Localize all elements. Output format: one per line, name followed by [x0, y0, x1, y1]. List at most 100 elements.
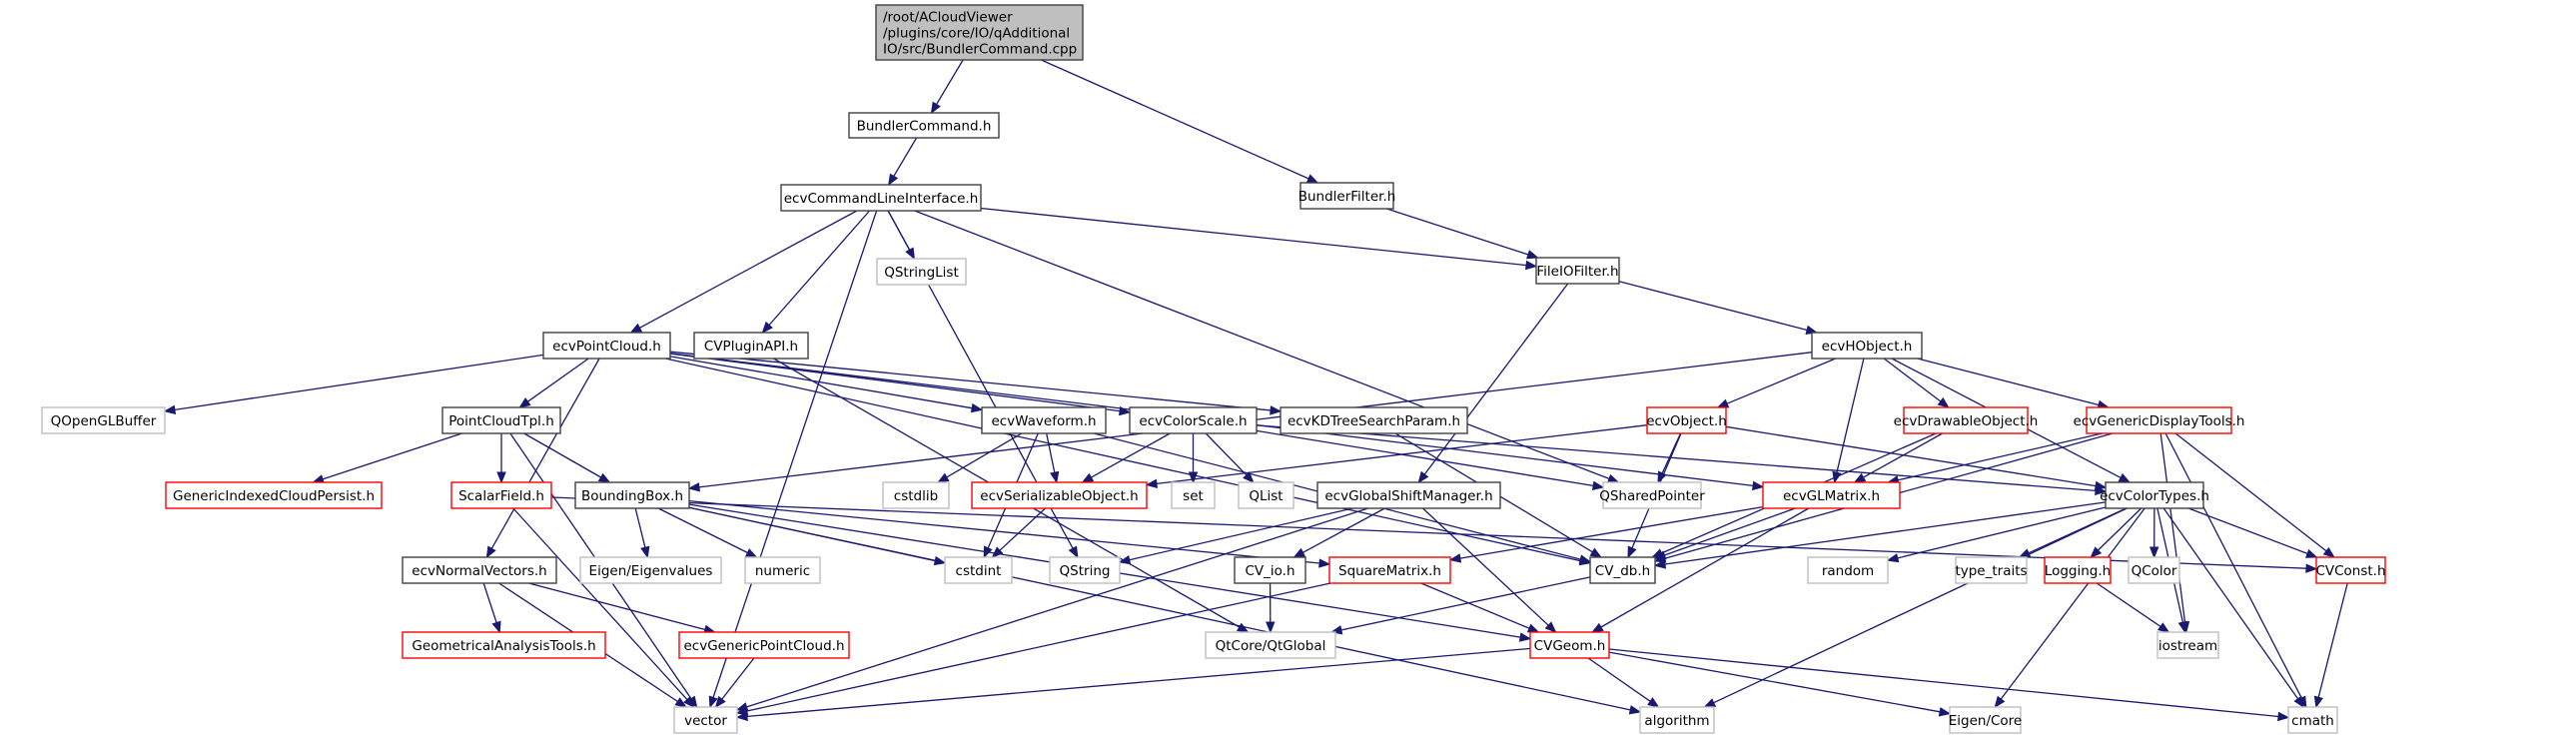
graph-node-ecvnormalvectors-h[interactable]: ecvNormalVectors.h — [402, 556, 557, 584]
dependency-edge — [1422, 507, 1549, 626]
arrowhead-icon — [2156, 622, 2170, 633]
graph-node-random: random — [1807, 556, 1889, 584]
graph-node-squarematrix-h[interactable]: SquareMatrix.h — [1328, 556, 1451, 584]
graph-node-logging-h[interactable]: Logging.h — [2044, 556, 2112, 584]
graph-node-boundingbox-h[interactable]: BoundingBox.h — [574, 481, 690, 509]
graph-node-ecvgenericpointcloud-h[interactable]: ecvGenericPointCloud.h — [678, 631, 850, 659]
arrowhead-icon — [1081, 472, 1095, 483]
graph-node-iostream: iostream — [2156, 631, 2219, 659]
dependency-edge — [523, 432, 601, 478]
arrowhead-icon — [970, 402, 984, 413]
node-label: ecvWaveform.h — [991, 413, 1096, 429]
arrowhead-icon — [2277, 711, 2290, 722]
graph-node-cvpluginapi-h[interactable]: CVPluginAPI.h — [693, 332, 809, 360]
graph-node-ecvwaveform-h[interactable]: ecvWaveform.h — [981, 406, 1107, 434]
graph-node-ecvcolortypes-h[interactable]: ecvColorTypes.h — [2100, 481, 2209, 509]
graph-node-cstdlib: cstdlib — [882, 481, 950, 509]
dependency-edge — [669, 351, 1272, 411]
dependency-edge — [1420, 582, 1530, 629]
node-label: ecvGLMatrix.h — [1783, 488, 1880, 504]
arrowhead-icon — [1448, 553, 1462, 563]
graph-node-set: set — [1171, 481, 1216, 509]
graph-node-qsharedpointer: QSharedPointer — [1599, 481, 1705, 509]
graph-node-ecvobject-h[interactable]: ecvObject.h — [1646, 406, 1727, 434]
dependency-edge — [1897, 432, 2103, 481]
dependency-edge — [721, 657, 755, 700]
arrowhead-icon — [1270, 405, 1283, 415]
graph-node-cv-io-h[interactable]: CV_io.h — [1234, 556, 1306, 584]
graph-node-ecvcommandlineinterface-h[interactable]: ecvCommandLineInterface.h — [780, 184, 982, 212]
nodes-layer: /root/ACloudViewer/plugins/core/IO/qAddi… — [41, 4, 2386, 734]
arrowhead-icon — [1591, 622, 1604, 633]
node-label: CV_db.h — [1595, 563, 1650, 579]
graph-node-ecvserializableobject-h[interactable]: ecvSerializableObject.h — [971, 481, 1148, 509]
node-label: cstdlib — [894, 488, 938, 504]
arrowhead-icon — [714, 695, 726, 709]
graph-node-cmath: cmath — [2287, 706, 2338, 734]
graph-node-geometricalanalysistools-h[interactable]: GeometricalAnalysisTools.h — [402, 631, 606, 659]
graph-node-genericindexedcloudpersist-h[interactable]: GenericIndexedCloudPersist.h — [165, 481, 383, 509]
graph-node-ecvglobalshiftmanager-h[interactable]: ecvGlobalShiftManager.h — [1316, 481, 1501, 509]
node-label: QtCore/QtGlobal — [1216, 638, 1326, 654]
graph-node-cstdint: cstdint — [944, 556, 1013, 584]
dependency-edge — [1713, 507, 2128, 704]
arrowhead-icon — [640, 545, 650, 559]
node-label: ecvColorTypes.h — [2100, 488, 2209, 504]
graph-node-fileiofilter-h[interactable]: FileIOFilter.h — [1535, 257, 1620, 285]
dependency-edge — [1664, 501, 2107, 565]
dependency-edge — [1618, 281, 1808, 332]
node-label: ecvDrawableObject.h — [1894, 413, 2039, 429]
graph-node-bundlerfilter-h[interactable]: BundlerFilter.h — [1298, 182, 1396, 210]
dependency-edge — [980, 207, 1527, 267]
dependency-edge — [1129, 507, 1353, 561]
dependency-edge — [2096, 582, 2161, 627]
node-box — [1529, 631, 1610, 659]
node-label: IO/src/BundlerCommand.cpp — [883, 42, 1077, 58]
node-box — [1903, 406, 2029, 434]
arrowhead-icon — [485, 545, 496, 559]
graph-node-ecvglmatrix-h[interactable]: ecvGLMatrix.h — [1762, 481, 1901, 509]
node-label: ecvNormalVectors.h — [412, 563, 546, 579]
graph-node-ecvcolorscale-h[interactable]: ecvColorScale.h — [1129, 406, 1258, 434]
node-label: Logging.h — [2045, 563, 2111, 579]
arrowhead-icon — [2305, 563, 2318, 573]
node-box — [2044, 556, 2112, 584]
graph-node-eigen-eigenvalues: Eigen/Eigenvalues — [579, 556, 722, 584]
node-box — [441, 406, 561, 434]
arrowhead-icon — [1118, 554, 1132, 565]
arrowhead-icon — [1318, 558, 1331, 568]
graph-node-cvconst-h[interactable]: CVConst.h — [2315, 556, 2386, 584]
graph-node-ecvhobject-h[interactable]: ecvHObject.h — [1811, 332, 1923, 360]
dependency-edge — [482, 582, 497, 623]
graph-node-ecvdrawableobject-h[interactable]: ecvDrawableObject.h — [1894, 406, 2039, 434]
graph-node-scalarfield-h[interactable]: ScalarField.h — [450, 481, 552, 509]
node-label: ecvGenericDisplayTools.h — [2074, 413, 2245, 429]
graph-node-ecvkdtreesearchparam-h[interactable]: ecvKDTreeSearchParam.h — [1280, 406, 1468, 434]
graph-node-cvgeom-h[interactable]: CVGeom.h — [1529, 631, 1610, 659]
node-box — [402, 556, 557, 584]
graph-node-root[interactable]: /root/ACloudViewer/plugins/core/IO/qAddi… — [875, 4, 1084, 61]
dependency-edge — [322, 432, 462, 480]
node-box — [1807, 556, 1889, 584]
dependency-edge — [1608, 648, 2279, 718]
arrowhead-icon — [2293, 695, 2305, 709]
dependency-edge — [2174, 432, 2327, 552]
graph-node-ecvpointcloud-h[interactable]: ecvPointCloud.h — [542, 332, 671, 360]
dependency-edge — [893, 137, 918, 177]
dependency-edge — [527, 358, 589, 402]
graph-node-cv-db-h[interactable]: CV_db.h — [1589, 556, 1656, 584]
graph-node-pointcloudtpl-h[interactable]: PointCloudTpl.h — [441, 406, 561, 434]
dependency-edge — [688, 506, 1631, 711]
arrowhead-icon — [735, 711, 748, 722]
graph-node-bundlercommand-h[interactable]: BundlerCommand.h — [848, 112, 1000, 139]
arrowhead-icon — [1937, 396, 1950, 408]
dependency-edge — [2000, 507, 2146, 700]
node-label: PointCloudTpl.h — [448, 413, 554, 429]
node-box — [542, 332, 671, 360]
dependency-edge — [528, 582, 706, 631]
node-label: cstdint — [956, 563, 1002, 579]
node-box — [1589, 556, 1656, 584]
node-box — [981, 406, 1107, 434]
graph-node-ecvgenericdisplaytools-h[interactable]: ecvGenericDisplayTools.h — [2074, 406, 2245, 434]
